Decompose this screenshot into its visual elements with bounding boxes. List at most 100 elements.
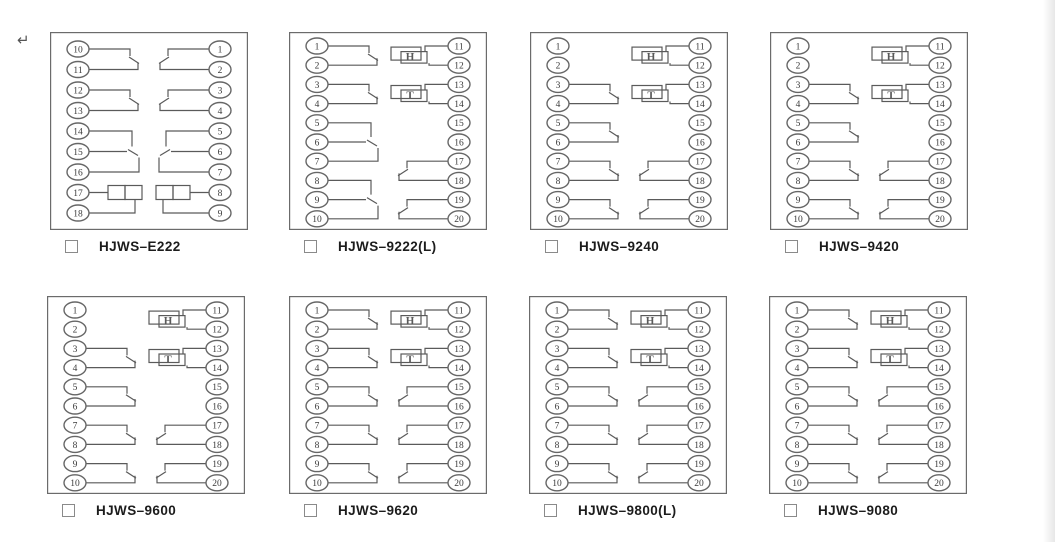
terminal-17: 17: [447, 416, 471, 434]
svg-text:12: 12: [695, 62, 705, 72]
svg-text:20: 20: [935, 215, 945, 225]
model-checkbox[interactable]: [65, 240, 78, 253]
terminal-17: 17: [927, 416, 951, 434]
svg-text:9: 9: [218, 209, 223, 219]
svg-text:8: 8: [555, 441, 560, 451]
svg-text:13: 13: [695, 81, 705, 91]
terminal-12: 12: [66, 81, 90, 99]
terminal-7: 7: [786, 152, 810, 170]
svg-text:17: 17: [694, 422, 704, 432]
coil-box-symbol: [89, 184, 143, 214]
terminal-2: 2: [208, 60, 232, 79]
terminal-13: 13: [447, 75, 471, 94]
contact-symbol: [568, 386, 619, 407]
svg-text:20: 20: [694, 479, 704, 489]
terminal-3: 3: [546, 75, 570, 94]
terminal-15: 15: [447, 114, 471, 132]
contact-symbol: [569, 83, 620, 105]
svg-text:11: 11: [694, 306, 703, 316]
terminal-2: 2: [785, 320, 809, 338]
contact-symbol: [328, 463, 379, 484]
svg-text:16: 16: [454, 138, 464, 148]
terminal-6: 6: [545, 397, 569, 415]
contact-symbol: [328, 347, 379, 369]
changeover-contact-symbol: [328, 122, 379, 162]
svg-text:5: 5: [315, 119, 320, 129]
terminal-14: 14: [688, 94, 712, 113]
terminal-7: 7: [305, 152, 329, 170]
svg-text:14: 14: [935, 100, 945, 110]
svg-text:T: T: [647, 90, 655, 102]
svg-text:10: 10: [792, 479, 802, 489]
model-label-row: HJWS–9800(L): [544, 503, 727, 518]
terminal-17: 17: [928, 152, 952, 170]
svg-text:10: 10: [312, 215, 322, 225]
page-edge: [1043, 0, 1055, 542]
terminal-9: 9: [305, 454, 329, 473]
svg-text:19: 19: [694, 460, 704, 470]
contact-symbol: [877, 386, 928, 407]
svg-text:5: 5: [795, 383, 800, 393]
svg-text:3: 3: [315, 81, 320, 91]
model-checkbox[interactable]: [544, 504, 557, 517]
model-checkbox[interactable]: [304, 504, 317, 517]
terminal-20: 20: [928, 210, 952, 228]
svg-text:12: 12: [73, 86, 83, 96]
svg-text:20: 20: [934, 479, 944, 489]
svg-text:18: 18: [694, 441, 704, 451]
svg-text:9: 9: [73, 460, 78, 470]
model-checkbox[interactable]: [545, 240, 558, 253]
svg-text:9: 9: [796, 196, 801, 206]
svg-text:5: 5: [73, 383, 78, 393]
terminal-16: 16: [928, 133, 952, 151]
model-checkbox[interactable]: [304, 240, 317, 253]
paragraph-return-mark: ↵: [17, 31, 30, 49]
svg-text:16: 16: [212, 402, 222, 412]
svg-text:13: 13: [73, 107, 83, 117]
terminal-3: 3: [785, 339, 809, 358]
contact-symbol: [397, 160, 448, 181]
contact-symbol: [808, 309, 859, 330]
model-checkbox[interactable]: [784, 504, 797, 517]
coil-h-symbol: H: [871, 45, 929, 66]
terminal-9: 9: [63, 454, 87, 473]
terminal-2: 2: [546, 56, 570, 74]
svg-text:7: 7: [315, 422, 320, 432]
terminal-4: 4: [63, 358, 87, 377]
svg-text:7: 7: [795, 422, 800, 432]
svg-text:18: 18: [73, 209, 83, 219]
terminal-7: 7: [63, 416, 87, 434]
svg-text:7: 7: [555, 422, 560, 432]
svg-text:3: 3: [218, 86, 223, 96]
contact-symbol: [158, 89, 209, 112]
svg-text:7: 7: [556, 158, 561, 168]
svg-text:T: T: [887, 90, 895, 102]
svg-text:18: 18: [935, 177, 945, 187]
terminal-8: 8: [305, 171, 329, 190]
terminal-1: 1: [786, 37, 810, 55]
terminal-17: 17: [688, 152, 712, 170]
terminal-13: 13: [927, 339, 951, 358]
terminal-9: 9: [546, 190, 570, 209]
svg-text:4: 4: [315, 100, 320, 110]
terminal-5: 5: [785, 378, 809, 396]
svg-text:7: 7: [315, 158, 320, 168]
terminal-11: 11: [66, 60, 90, 79]
model-checkbox[interactable]: [785, 240, 798, 253]
model-checkbox[interactable]: [62, 504, 75, 517]
terminal-17: 17: [205, 416, 229, 434]
terminal-5: 5: [305, 378, 329, 396]
coil-h-symbol: H: [870, 309, 928, 330]
terminal-20: 20: [687, 474, 711, 492]
terminal-13: 13: [688, 75, 712, 94]
terminal-17: 17: [66, 183, 90, 202]
terminal-5: 5: [546, 114, 570, 132]
svg-text:T: T: [406, 354, 414, 366]
svg-text:10: 10: [552, 479, 562, 489]
terminal-5: 5: [208, 122, 232, 140]
svg-text:4: 4: [315, 364, 320, 374]
coil-h-symbol: H: [631, 45, 689, 66]
svg-text:2: 2: [555, 326, 560, 336]
